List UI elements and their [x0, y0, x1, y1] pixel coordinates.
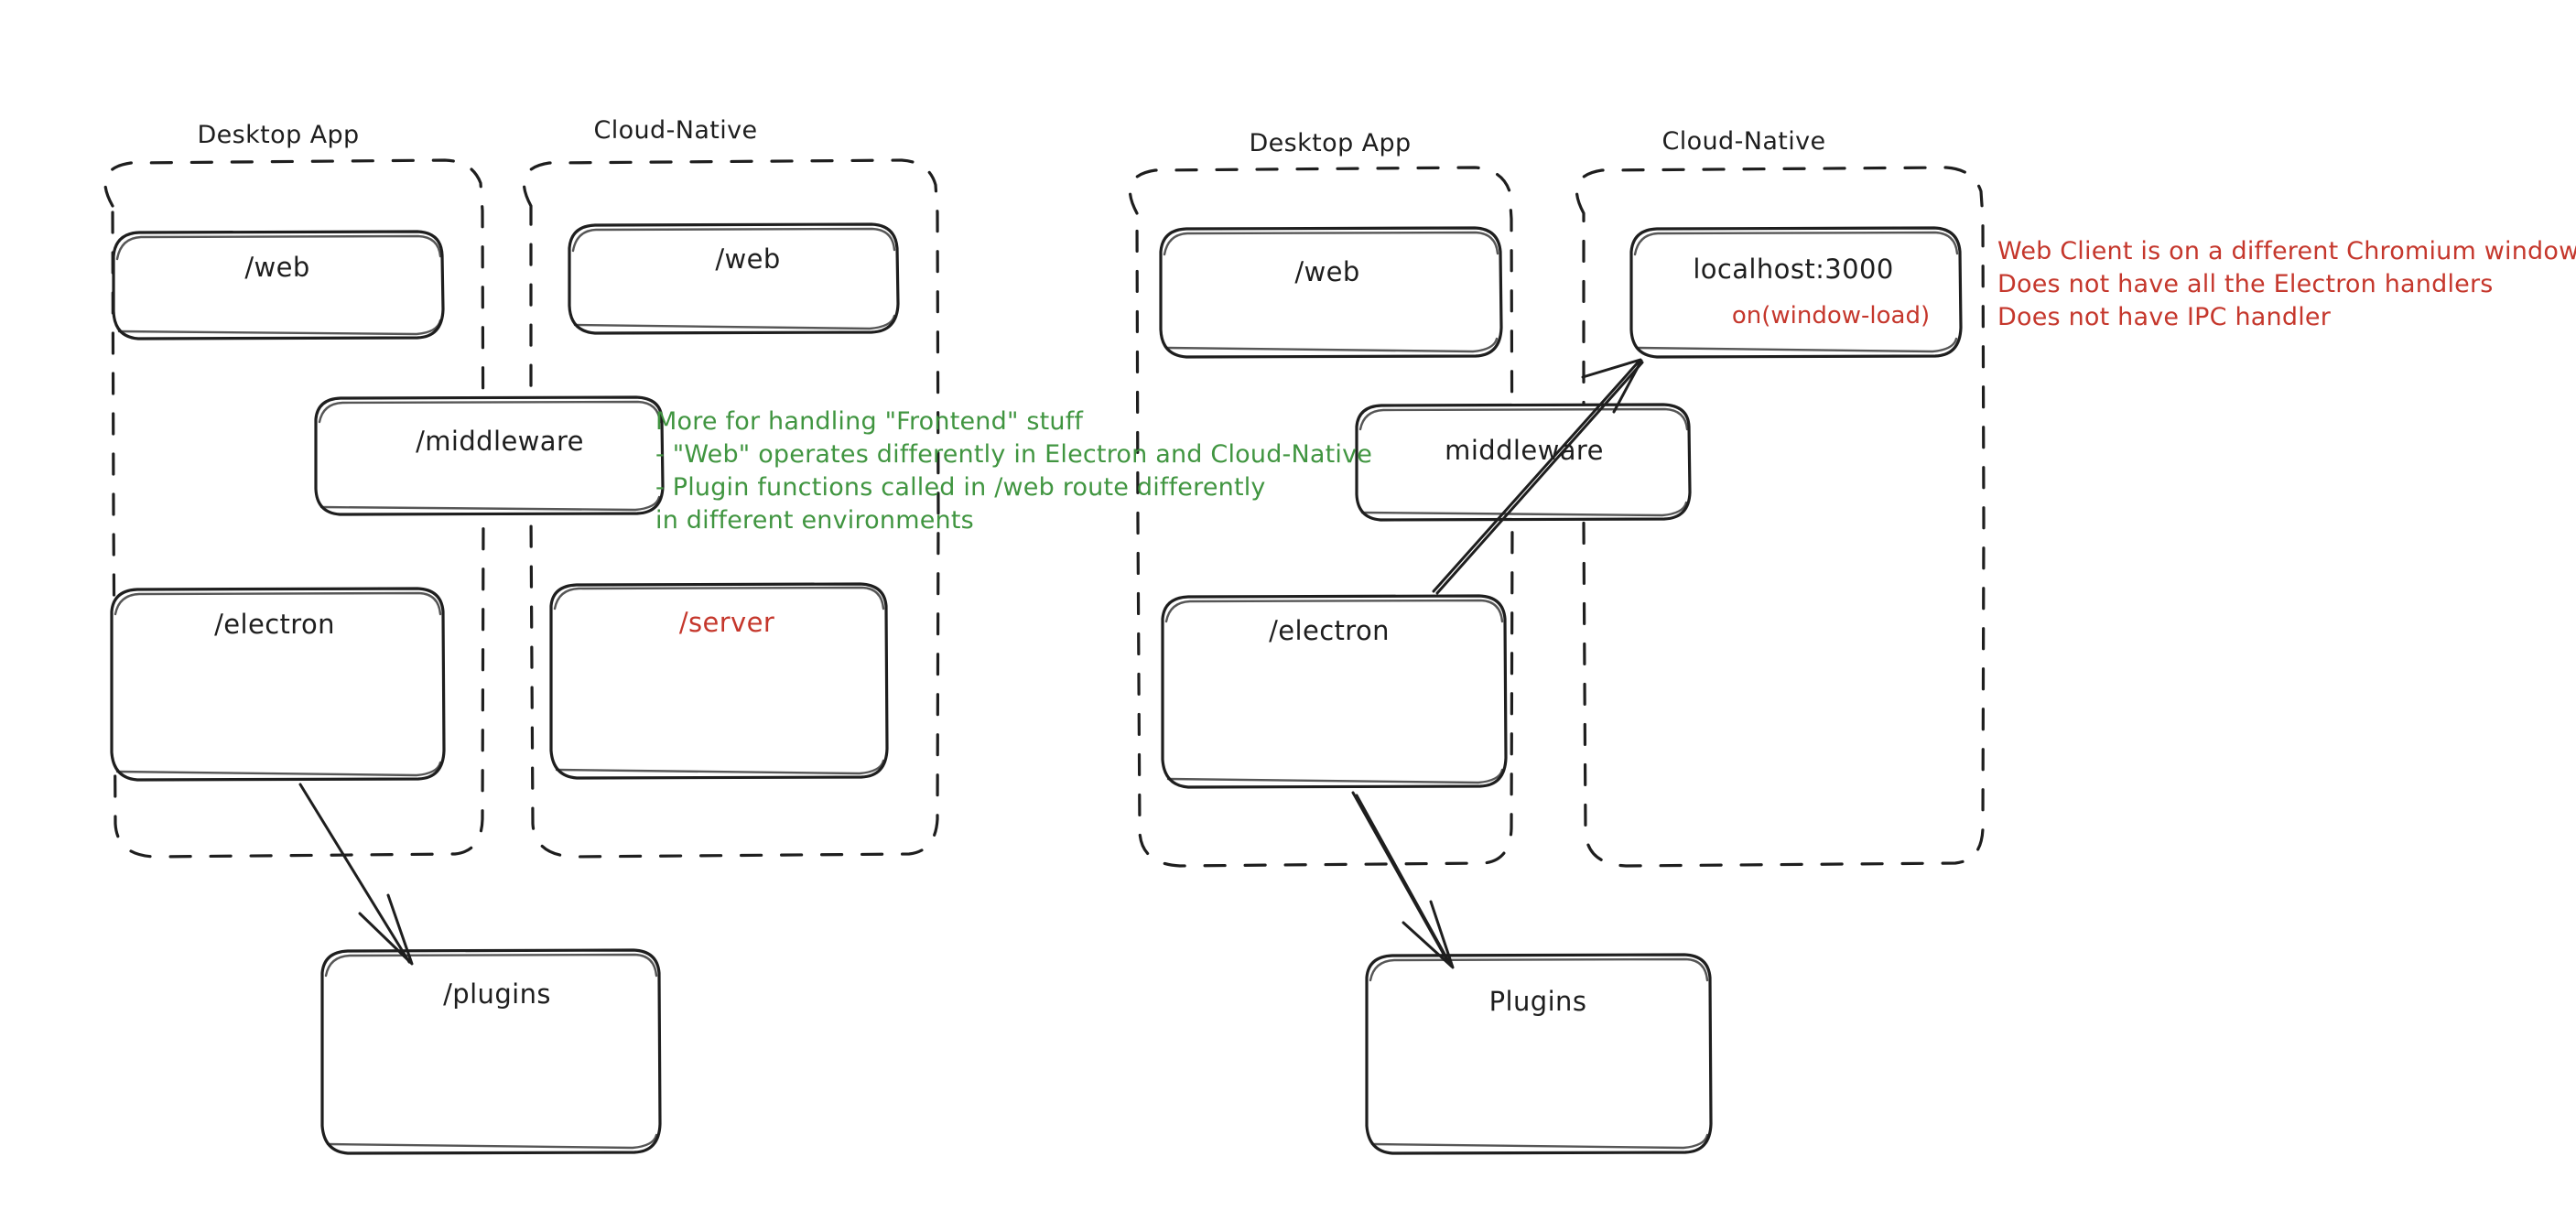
group-title-left-cloud: Cloud-Native	[593, 116, 758, 145]
box-label-right-localhost: localhost:3000	[1693, 254, 1894, 285]
arrow-right-electron-to-plugins	[1351, 791, 1455, 969]
box-label-left-cloud-web: /web	[715, 243, 781, 275]
box-outline-right-localhost	[1629, 226, 1963, 359]
box-outline-right-desktop-web	[1159, 226, 1503, 359]
box-label-left-electron: /electron	[214, 609, 335, 640]
group-title-right-desktop: Desktop App	[1249, 129, 1412, 157]
group-title-left-desktop: Desktop App	[197, 121, 360, 149]
group-title-right-cloud: Cloud-Native	[1661, 127, 1826, 156]
box-label-right-middleware: middleware	[1445, 435, 1604, 466]
box-outline-right-plugins	[1365, 953, 1713, 1155]
annotation-green-note: More for handling "Frontend" stuff - "We…	[655, 407, 1373, 535]
box-outline-left-cloud-web	[568, 222, 900, 335]
box-sublabel-right-localhost: on(window-load)	[1731, 302, 1931, 330]
annotation-red-note: Web Client is on a different Chromium wi…	[1997, 237, 2576, 331]
box-outline-left-desktop-web	[112, 230, 445, 340]
arrow-right-electron-to-localhost	[1432, 358, 1644, 595]
box-label-left-desktop-web: /web	[244, 252, 310, 283]
box-label-left-server: /server	[678, 607, 775, 638]
box-label-right-plugins: Plugins	[1488, 986, 1587, 1017]
box-label-left-middleware: /middleware	[416, 426, 584, 457]
box-label-right-electron: /electron	[1269, 615, 1390, 646]
box-label-left-plugins: /plugins	[443, 978, 551, 1010]
box-label-right-desktop-web: /web	[1294, 256, 1360, 287]
arrow-left-electron-to-plugins	[298, 783, 414, 966]
